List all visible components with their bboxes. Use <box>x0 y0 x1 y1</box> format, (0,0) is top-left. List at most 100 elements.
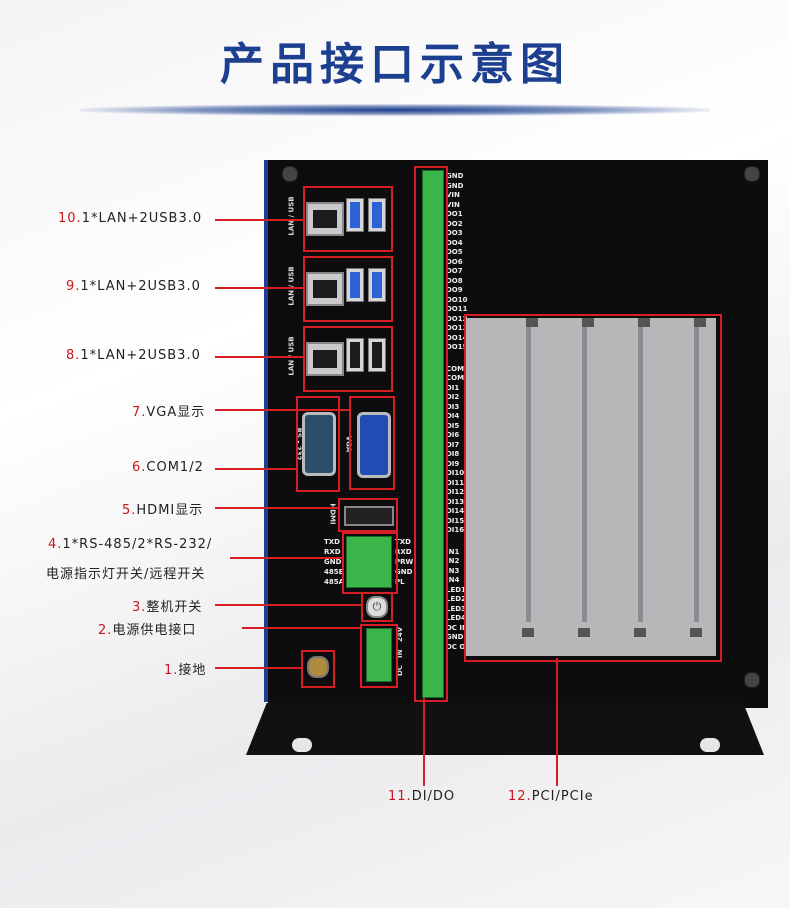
dio-pin-label: DI7 <box>446 440 460 449</box>
usb-port-icon <box>368 338 386 372</box>
leader-10 <box>215 219 303 221</box>
dio-pin-label: COM <box>446 364 465 373</box>
serial-pin-label: TXD <box>324 538 340 546</box>
box-pcie <box>464 314 722 662</box>
leader-3 <box>215 604 361 606</box>
pcie-slot-tab <box>634 628 646 637</box>
leader-4 <box>230 557 342 559</box>
label-10: 10.1*LAN+2USB3.0 <box>58 211 203 226</box>
box-dio <box>414 166 448 702</box>
ground-post-icon <box>307 656 329 678</box>
mount-hole-right <box>700 738 720 752</box>
leader-5 <box>215 507 338 509</box>
page-title: 产品接口示意图 <box>220 39 570 90</box>
pcie-slot-tab <box>582 318 594 327</box>
dio-pin-label: DI13 <box>446 497 465 506</box>
dio-pin-label: DO3 <box>446 229 463 237</box>
com-port-icon <box>302 412 336 476</box>
label-11: 11.DI/DO <box>388 789 456 804</box>
pcie-slot-tab <box>638 318 650 327</box>
dio-pin-label: LED2 <box>446 595 466 603</box>
dio-pin-label: DI4 <box>446 412 460 420</box>
serial-pin-label: 485A <box>324 578 345 586</box>
hdmi-port-icon <box>344 506 394 526</box>
usb-port-icon <box>346 198 364 232</box>
pcie-slot-divider <box>638 326 643 622</box>
label-3: 3.整机开关 <box>132 600 203 615</box>
box-dc-input <box>360 624 398 688</box>
dio-pin-label: DI9 <box>446 459 460 468</box>
pcie-slot-divider <box>526 326 531 622</box>
usb-port-icon <box>368 198 386 232</box>
dio-pin-label: DO10 <box>446 295 468 304</box>
dio-pin-label: DI6 <box>446 431 460 439</box>
screw-top-left <box>282 166 298 182</box>
box-power-switch <box>361 592 393 622</box>
dio-pin-label: DI3 <box>446 402 460 411</box>
dio-pin-label: LED1 <box>446 585 466 594</box>
dio-pin-label: DO2 <box>446 219 463 228</box>
dio-pin-label: VIN <box>446 191 460 199</box>
dio-pin-label: LED4 <box>446 614 466 622</box>
label-6: 6.COM1/2 <box>132 460 204 475</box>
serial-pin-label: TXD <box>395 538 411 546</box>
leader-9 <box>215 287 303 289</box>
label-4: 4.1*RS-485/2*RS-232/ <box>48 537 213 552</box>
serial-pin-label: GND <box>395 568 413 576</box>
screw-bottom-right <box>744 672 760 688</box>
leader-6 <box>215 468 296 470</box>
leader-11 <box>423 698 425 786</box>
dio-pin-label: IN4 <box>446 576 460 584</box>
usb-port-icon <box>346 268 364 302</box>
pcie-slot-tab <box>522 628 534 637</box>
lan-usb-label: LAN / USB <box>287 266 296 306</box>
pcie-slot-tab <box>694 318 706 327</box>
pcie-slot-divider <box>694 326 699 622</box>
dio-pin-label: DO7 <box>446 267 463 275</box>
usb-port-icon <box>368 268 386 302</box>
dio-pin-label: DI14 <box>446 507 465 515</box>
dio-pin-label: DO12 <box>446 314 468 323</box>
serial-pin-label: GND <box>324 558 342 566</box>
dio-pin-label: GND <box>446 172 464 180</box>
dio-terminal-strip <box>422 170 444 698</box>
serial-pin-label: PL <box>395 578 405 586</box>
label-8: 8.1*LAN+2USB3.0 <box>66 348 201 363</box>
label-7: 7.VGA显示 <box>132 405 206 420</box>
dio-pin-label: DO9 <box>446 286 463 294</box>
dio-pin-label: DO6 <box>446 257 463 266</box>
pcie-slot-bay <box>466 318 716 656</box>
pcie-slot-tab <box>526 318 538 327</box>
lan-port-icon <box>306 202 344 236</box>
serial-pin-label: 485B <box>324 568 344 576</box>
dio-pin-label: DO15 <box>446 343 468 351</box>
serial-pin-label: RXD <box>395 548 412 556</box>
box-lan-usb-10 <box>303 186 393 252</box>
dio-pin-label: DO1 <box>446 210 463 218</box>
serial-pin-label: RXD <box>324 548 341 556</box>
dc-pin-label: GND <box>446 633 464 641</box>
dio-pin-label: DI5 <box>446 421 460 430</box>
label-4-line2: 电源指示灯开关/远程开关 <box>46 567 206 582</box>
dio-pin-label: VIN <box>446 200 460 209</box>
dio-pin-label: DI16 <box>446 526 465 534</box>
dio-pin-label: DO8 <box>446 276 463 285</box>
dio-pin-label: DI2 <box>446 393 460 401</box>
dio-pin-label: DI1 <box>446 383 460 392</box>
pcie-slot-tab <box>690 628 702 637</box>
lan-usb-label: LAN / USB <box>287 196 296 236</box>
box-com <box>296 396 340 492</box>
leader-2 <box>242 627 360 629</box>
leader-8 <box>215 356 303 358</box>
label-5: 5.HDMI显示 <box>122 503 204 518</box>
usb-port-icon <box>346 338 364 372</box>
dio-pin-label: DI11 <box>446 478 465 487</box>
dio-pin-label: LED3 <box>446 604 466 613</box>
dio-pin-label: DO11 <box>446 305 468 313</box>
label-12: 12.PCI/PCIe <box>508 789 594 804</box>
dio-pin-label: IN3 <box>446 566 460 575</box>
dio-pin-label: DO4 <box>446 238 463 247</box>
box-lan-usb-8 <box>303 326 393 392</box>
label-9: 9.1*LAN+2USB3.0 <box>66 279 201 294</box>
dio-pin-label: IN2 <box>446 557 460 565</box>
